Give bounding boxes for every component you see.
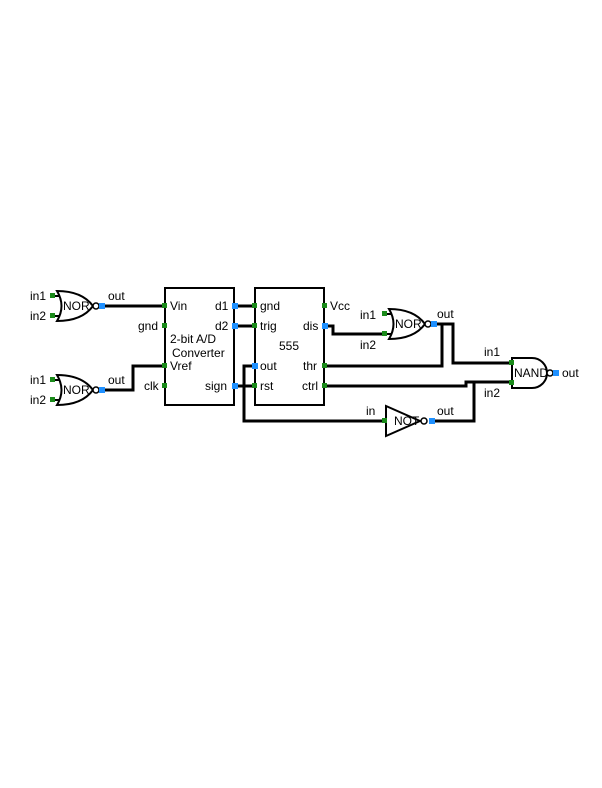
nor2-in1-pin[interactable] bbox=[50, 377, 55, 382]
nor2-in2-label: in2 bbox=[30, 393, 46, 407]
timer-trig-label: trig bbox=[260, 319, 277, 333]
wire-ctrl-to-nand bbox=[324, 380, 512, 388]
adc-gnd-label: gnd bbox=[138, 319, 158, 333]
nand-in2-pin[interactable] bbox=[509, 380, 514, 385]
timer-555[interactable]: 555 gnd trig out rst Vcc dis thr ctrl bbox=[252, 287, 350, 406]
nand-in1-label: in1 bbox=[484, 345, 500, 359]
nand-in2-label: in2 bbox=[484, 386, 500, 400]
timer-ctrl-label: ctrl bbox=[302, 379, 318, 393]
nor1-in2-label: in2 bbox=[30, 309, 46, 323]
adc-clk-pin[interactable] bbox=[162, 383, 167, 388]
nor3-out-label: out bbox=[437, 307, 454, 321]
adc-sign-pin[interactable] bbox=[232, 383, 238, 389]
ad-converter-title-1: 2-bit A/D bbox=[170, 332, 216, 346]
wire-nor3-to-thr bbox=[324, 322, 444, 368]
timer-dis-pin[interactable] bbox=[322, 323, 328, 329]
wire-out-to-not bbox=[242, 364, 386, 423]
timer-thr-label: thr bbox=[303, 359, 317, 373]
nor3-label: NOR bbox=[395, 317, 422, 331]
nor3-in2-pin[interactable] bbox=[382, 331, 387, 336]
adc-vref-label: Vref bbox=[170, 359, 192, 373]
not-label: NOT bbox=[394, 414, 420, 428]
nor1-in2-pin[interactable] bbox=[50, 313, 55, 318]
nor-gate-2[interactable]: NOR in1 in2 out bbox=[30, 373, 125, 407]
nor-gate-1[interactable]: NOR in1 in2 out bbox=[30, 289, 125, 323]
wire-not-out bbox=[430, 382, 476, 423]
nor3-in1-pin[interactable] bbox=[382, 311, 387, 316]
nor2-label: NOR bbox=[63, 383, 90, 397]
timer-ctrl-pin[interactable] bbox=[322, 383, 327, 388]
timer-555-body[interactable] bbox=[254, 287, 325, 406]
nor1-in1-pin[interactable] bbox=[50, 293, 55, 298]
not-in-pin[interactable] bbox=[382, 418, 387, 423]
not-in-label: in bbox=[366, 404, 375, 418]
nor2-in2-pin[interactable] bbox=[50, 397, 55, 402]
adc-d1-pin[interactable] bbox=[232, 303, 238, 309]
timer-rst-label: rst bbox=[260, 379, 274, 393]
timer-555-title: 555 bbox=[279, 339, 299, 353]
nor2-in1-label: in1 bbox=[30, 373, 46, 387]
nor1-out-pin[interactable] bbox=[99, 303, 105, 309]
nor3-in2-label: in2 bbox=[360, 338, 376, 352]
adc-gnd-pin[interactable] bbox=[162, 323, 167, 328]
timer-out-pin[interactable] bbox=[252, 363, 258, 369]
timer-gnd-pin[interactable] bbox=[252, 303, 257, 308]
adc-d1-label: d1 bbox=[215, 299, 229, 313]
nor2-out-label: out bbox=[108, 373, 125, 387]
nor1-out-label: out bbox=[108, 289, 125, 303]
nand-out-label: out bbox=[562, 366, 579, 380]
wire-nor2-to-vref bbox=[100, 364, 165, 392]
adc-sign-label: sign bbox=[205, 379, 227, 393]
adc-vref-pin[interactable] bbox=[162, 363, 167, 368]
nand-gate[interactable]: NAND in1 in2 out bbox=[484, 345, 579, 400]
timer-dis-label: dis bbox=[303, 319, 318, 333]
not-gate[interactable]: NOT in out bbox=[366, 404, 454, 438]
timer-out-label: out bbox=[260, 359, 277, 373]
wire-dis-to-nor3 bbox=[324, 324, 385, 336]
not-out-label: out bbox=[437, 404, 454, 418]
ad-converter-body[interactable] bbox=[164, 287, 235, 406]
timer-gnd-label: gnd bbox=[260, 299, 280, 313]
timer-vcc-pin[interactable] bbox=[322, 303, 327, 308]
nor1-in1-label: in1 bbox=[30, 289, 46, 303]
ad-converter[interactable]: 2-bit A/D Converter Vin gnd Vref clk d1 … bbox=[138, 287, 238, 406]
wire-nor3-to-nand bbox=[442, 322, 512, 365]
adc-d2-label: d2 bbox=[215, 319, 229, 333]
nand-label: NAND bbox=[514, 366, 548, 380]
nor2-out-pin[interactable] bbox=[99, 387, 105, 393]
ad-converter-title-2: Converter bbox=[172, 346, 225, 360]
adc-d2-pin[interactable] bbox=[232, 323, 238, 329]
nand-in1-pin[interactable] bbox=[509, 360, 514, 365]
nand-out-pin[interactable] bbox=[553, 370, 559, 376]
adc-vin-label: Vin bbox=[170, 299, 187, 313]
timer-vcc-label: Vcc bbox=[330, 299, 350, 313]
nor3-out-pin[interactable] bbox=[431, 321, 437, 327]
adc-clk-label: clk bbox=[144, 379, 160, 393]
timer-trig-pin[interactable] bbox=[252, 323, 257, 328]
nor3-in1-label: in1 bbox=[360, 308, 376, 322]
nor-gate-3[interactable]: NOR in1 in2 out bbox=[360, 307, 454, 352]
adc-vin-pin[interactable] bbox=[162, 303, 167, 308]
timer-thr-pin[interactable] bbox=[322, 363, 327, 368]
timer-rst-pin[interactable] bbox=[252, 383, 257, 388]
nor1-label: NOR bbox=[63, 299, 90, 313]
not-out-pin[interactable] bbox=[429, 418, 435, 424]
